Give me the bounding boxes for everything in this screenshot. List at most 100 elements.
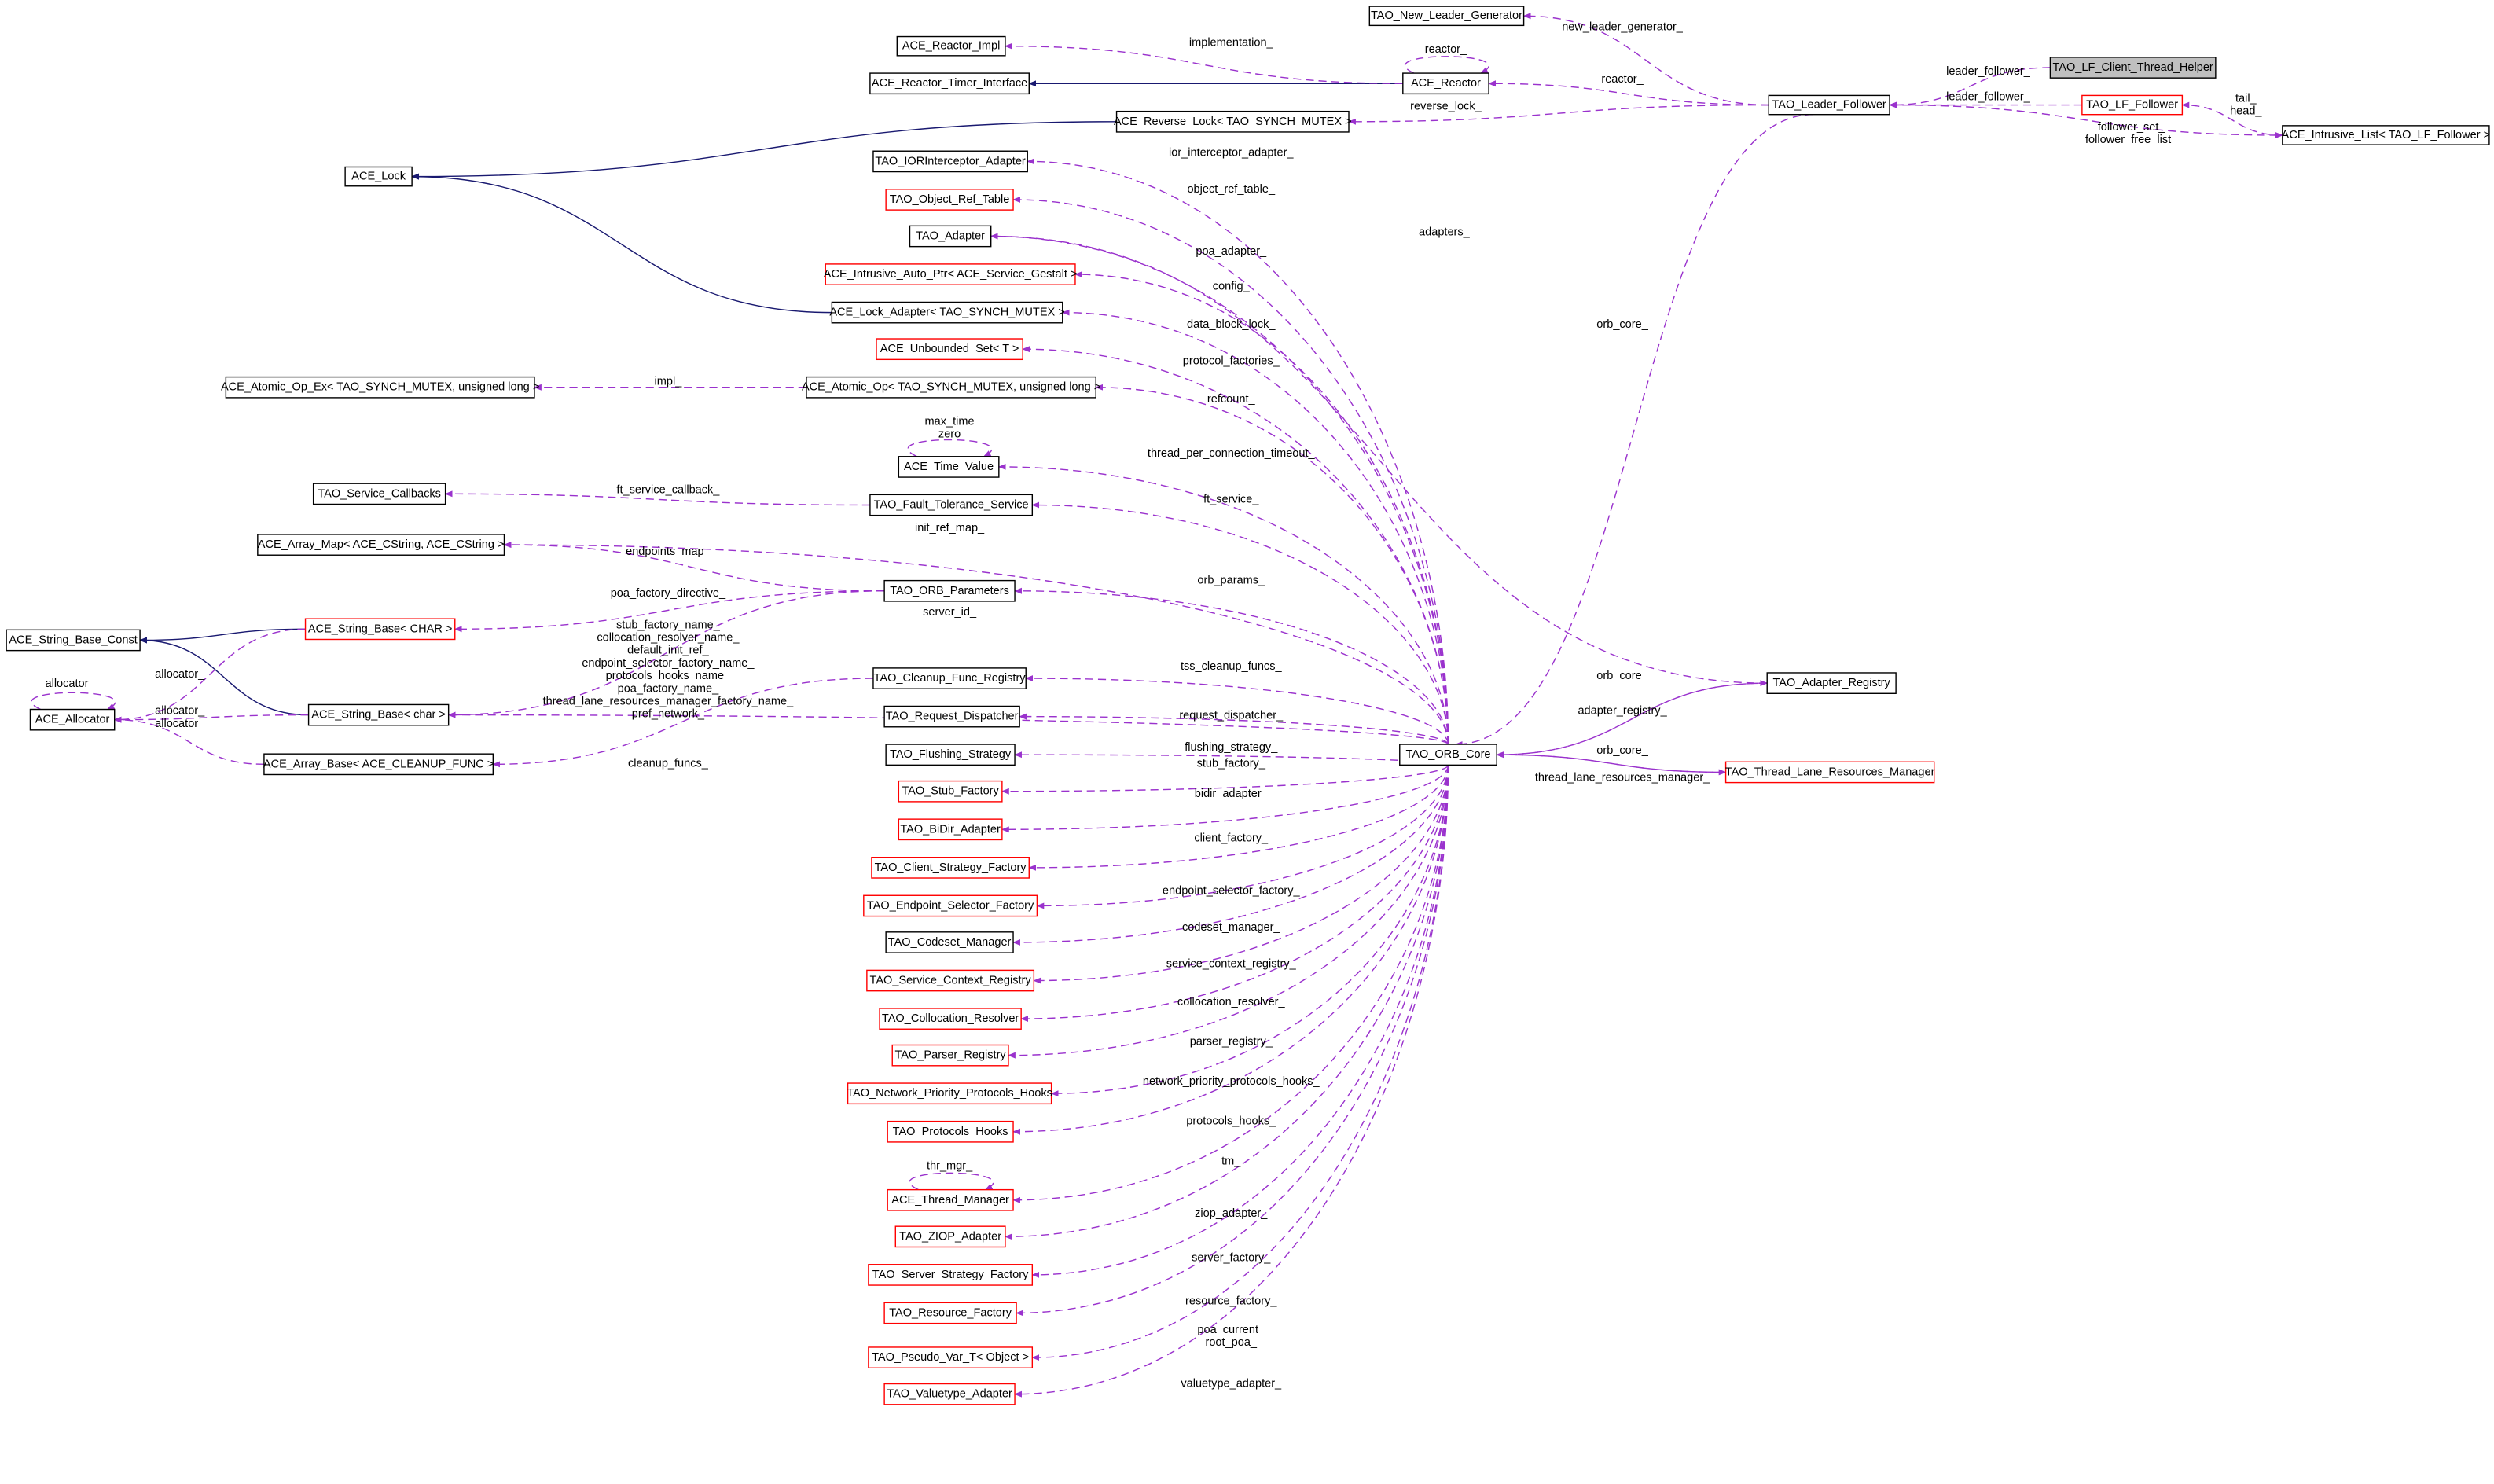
member-edge: [1036, 765, 1449, 909]
member-edge: [454, 590, 885, 633]
class-node[interactable]: TAO_LF_Follower: [2081, 94, 2184, 116]
member-edge: [1031, 765, 1449, 1361]
class-node[interactable]: TAO_Collocation_Resolver: [879, 1008, 1022, 1030]
class-node[interactable]: TAO_IORInterceptor_Adapter: [872, 150, 1028, 173]
class-node[interactable]: TAO_Thread_Lane_Resources_Manager: [1725, 761, 1935, 784]
edge-label: config_: [1213, 280, 1251, 292]
member-edge: [907, 439, 993, 457]
class-box: [225, 376, 535, 399]
class-node[interactable]: ACE_Atomic_Op< TAO_SYNCH_MUTEX, unsigned…: [802, 376, 1100, 399]
class-name: TAO_Resource_Factory: [889, 1306, 1012, 1319]
class-node[interactable]: ACE_Thread_Manager: [887, 1188, 1014, 1211]
edge-label: pref_network_: [632, 708, 705, 721]
class-node[interactable]: TAO_Service_Context_Registry: [866, 969, 1035, 992]
class-box: [885, 744, 1016, 766]
class-box: [344, 166, 413, 187]
class-node[interactable]: TAO_ORB_Parameters: [883, 579, 1016, 602]
class-node[interactable]: TAO_LF_Client_Thread_Helper: [2049, 57, 2217, 79]
class-node[interactable]: TAO_Fault_Tolerance_Service: [869, 494, 1034, 516]
member-edge: [1012, 197, 1449, 745]
class-name: ACE_Allocator: [35, 714, 110, 726]
class-node[interactable]: ACE_Unbounded_Set< T >: [876, 338, 1023, 361]
edge-label: protocols_hooks_name_: [606, 670, 731, 682]
class-node[interactable]: TAO_Endpoint_Selector_Factory: [863, 894, 1038, 917]
member-edge: [1012, 765, 1449, 1135]
class-node[interactable]: TAO_ORB_Core: [1399, 744, 1497, 766]
edge-layer: [31, 13, 2283, 1398]
class-name: ACE_String_Base< char >: [311, 709, 446, 722]
class-name: ACE_Lock_Adapter< TAO_SYNCH_MUTEX >: [829, 307, 1064, 319]
class-name: ACE_Reactor: [1411, 77, 1481, 90]
class-box: [866, 969, 1035, 992]
class-box: [1368, 6, 1525, 27]
class-node[interactable]: ACE_Allocator: [29, 708, 116, 731]
class-node[interactable]: ACE_String_Base_Const: [6, 629, 141, 652]
class-node[interactable]: TAO_Service_Callbacks: [312, 483, 446, 505]
class-node[interactable]: ACE_Reactor: [1402, 72, 1489, 95]
class-node[interactable]: TAO_Server_Strategy_Factory: [868, 1264, 1034, 1286]
class-node[interactable]: TAO_Network_Priority_Protocols_Hooks: [847, 1082, 1052, 1105]
class-node[interactable]: TAO_Parser_Registry: [891, 1044, 1009, 1067]
member-edge: [1020, 765, 1449, 1023]
class-box: [825, 263, 1076, 285]
class-box: [883, 579, 1016, 602]
member-edge: [1014, 765, 1449, 1398]
class-name: TAO_Protocols_Hooks: [893, 1126, 1008, 1138]
class-box: [898, 780, 1003, 803]
member-edge: [447, 590, 885, 718]
member-edge: [1497, 754, 1727, 776]
member-edge: [1025, 675, 1449, 745]
class-node[interactable]: ACE_Intrusive_List< TAO_LF_Follower >: [2282, 125, 2490, 145]
class-node[interactable]: ACE_Lock_Adapter< TAO_SYNCH_MUTEX >: [829, 301, 1065, 324]
class-node[interactable]: TAO_Adapter: [909, 225, 992, 248]
class-node[interactable]: TAO_Codeset_Manager: [885, 931, 1014, 953]
class-node[interactable]: TAO_Flushing_Strategy: [885, 744, 1016, 766]
class-node[interactable]: TAO_Pseudo_Var_T< Object >: [868, 1346, 1034, 1368]
class-box: [304, 618, 456, 641]
class-name: TAO_Thread_Lane_Resources_Manager: [1725, 766, 1935, 778]
member-edge: [1004, 765, 1449, 1240]
class-node[interactable]: ACE_Time_Value: [898, 456, 1000, 478]
class-node[interactable]: ACE_Intrusive_Auto_Ptr< ACE_Service_Gest…: [824, 263, 1078, 285]
class-node[interactable]: TAO_Object_Ref_Table: [885, 189, 1014, 211]
member-edge: [990, 233, 1449, 745]
class-box: [2081, 94, 2184, 116]
class-node[interactable]: TAO_Client_Strategy_Factory: [871, 857, 1030, 879]
edge-label: orb_params_: [1197, 575, 1265, 587]
class-name: TAO_Flushing_Strategy: [890, 748, 1012, 761]
class-node[interactable]: TAO_New_Leader_Generator: [1368, 6, 1525, 27]
class-node[interactable]: ACE_Reactor_Timer_Interface: [869, 72, 1030, 95]
class-name: ACE_Array_Map< ACE_CString, ACE_CString …: [258, 538, 505, 551]
class-name: ACE_String_Base< CHAR >: [308, 623, 453, 635]
class-node[interactable]: TAO_Valuetype_Adapter: [883, 1383, 1016, 1405]
edge-label: parser_registry_: [1190, 1035, 1273, 1048]
class-node[interactable]: ACE_Lock: [344, 166, 413, 187]
class-node[interactable]: TAO_Request_Dispatcher: [883, 705, 1020, 728]
edge-label: reactor_: [1601, 73, 1644, 86]
edge-label: thread_lane_resources_manager_factory_na…: [543, 695, 795, 707]
class-node[interactable]: ACE_String_Base< char >: [307, 703, 450, 726]
class-node[interactable]: TAO_Cleanup_Func_Registry: [872, 667, 1027, 689]
class-node[interactable]: ACE_Array_Map< ACE_CString, ACE_CString …: [257, 534, 505, 556]
class-node[interactable]: TAO_ZIOP_Adapter: [894, 1225, 1006, 1248]
class-node[interactable]: TAO_Resource_Factory: [883, 1302, 1017, 1324]
class-node[interactable]: ACE_Array_Base< ACE_CLEANUP_FUNC >: [263, 753, 494, 776]
class-node[interactable]: TAO_Adapter_Registry: [1766, 672, 1897, 694]
edge-label: leader_follower_: [1946, 65, 2031, 78]
class-name: TAO_New_Leader_Generator: [1371, 9, 1522, 22]
class-box: [885, 931, 1014, 953]
class-box: [2282, 125, 2490, 145]
edge-label: collocation_resolver_: [1177, 996, 1286, 1008]
class-node[interactable]: TAO_Protocols_Hooks: [887, 1120, 1014, 1143]
edge-label: allocator_: [155, 668, 205, 681]
class-node[interactable]: ACE_Reactor_Impl: [896, 35, 1006, 57]
class-box: [307, 703, 450, 726]
class-node[interactable]: ACE_String_Base< CHAR >: [304, 618, 456, 641]
class-node[interactable]: ACE_Reverse_Lock< TAO_SYNCH_MUTEX >: [1114, 110, 1352, 133]
class-node[interactable]: TAO_Stub_Factory: [898, 780, 1003, 803]
class-node[interactable]: ACE_Atomic_Op_Ex< TAO_SYNCH_MUTEX, unsig…: [221, 376, 539, 399]
class-node[interactable]: TAO_BiDir_Adapter: [898, 818, 1003, 841]
class-node[interactable]: TAO_Leader_Follower: [1768, 94, 1890, 116]
class-box: [898, 456, 1000, 478]
